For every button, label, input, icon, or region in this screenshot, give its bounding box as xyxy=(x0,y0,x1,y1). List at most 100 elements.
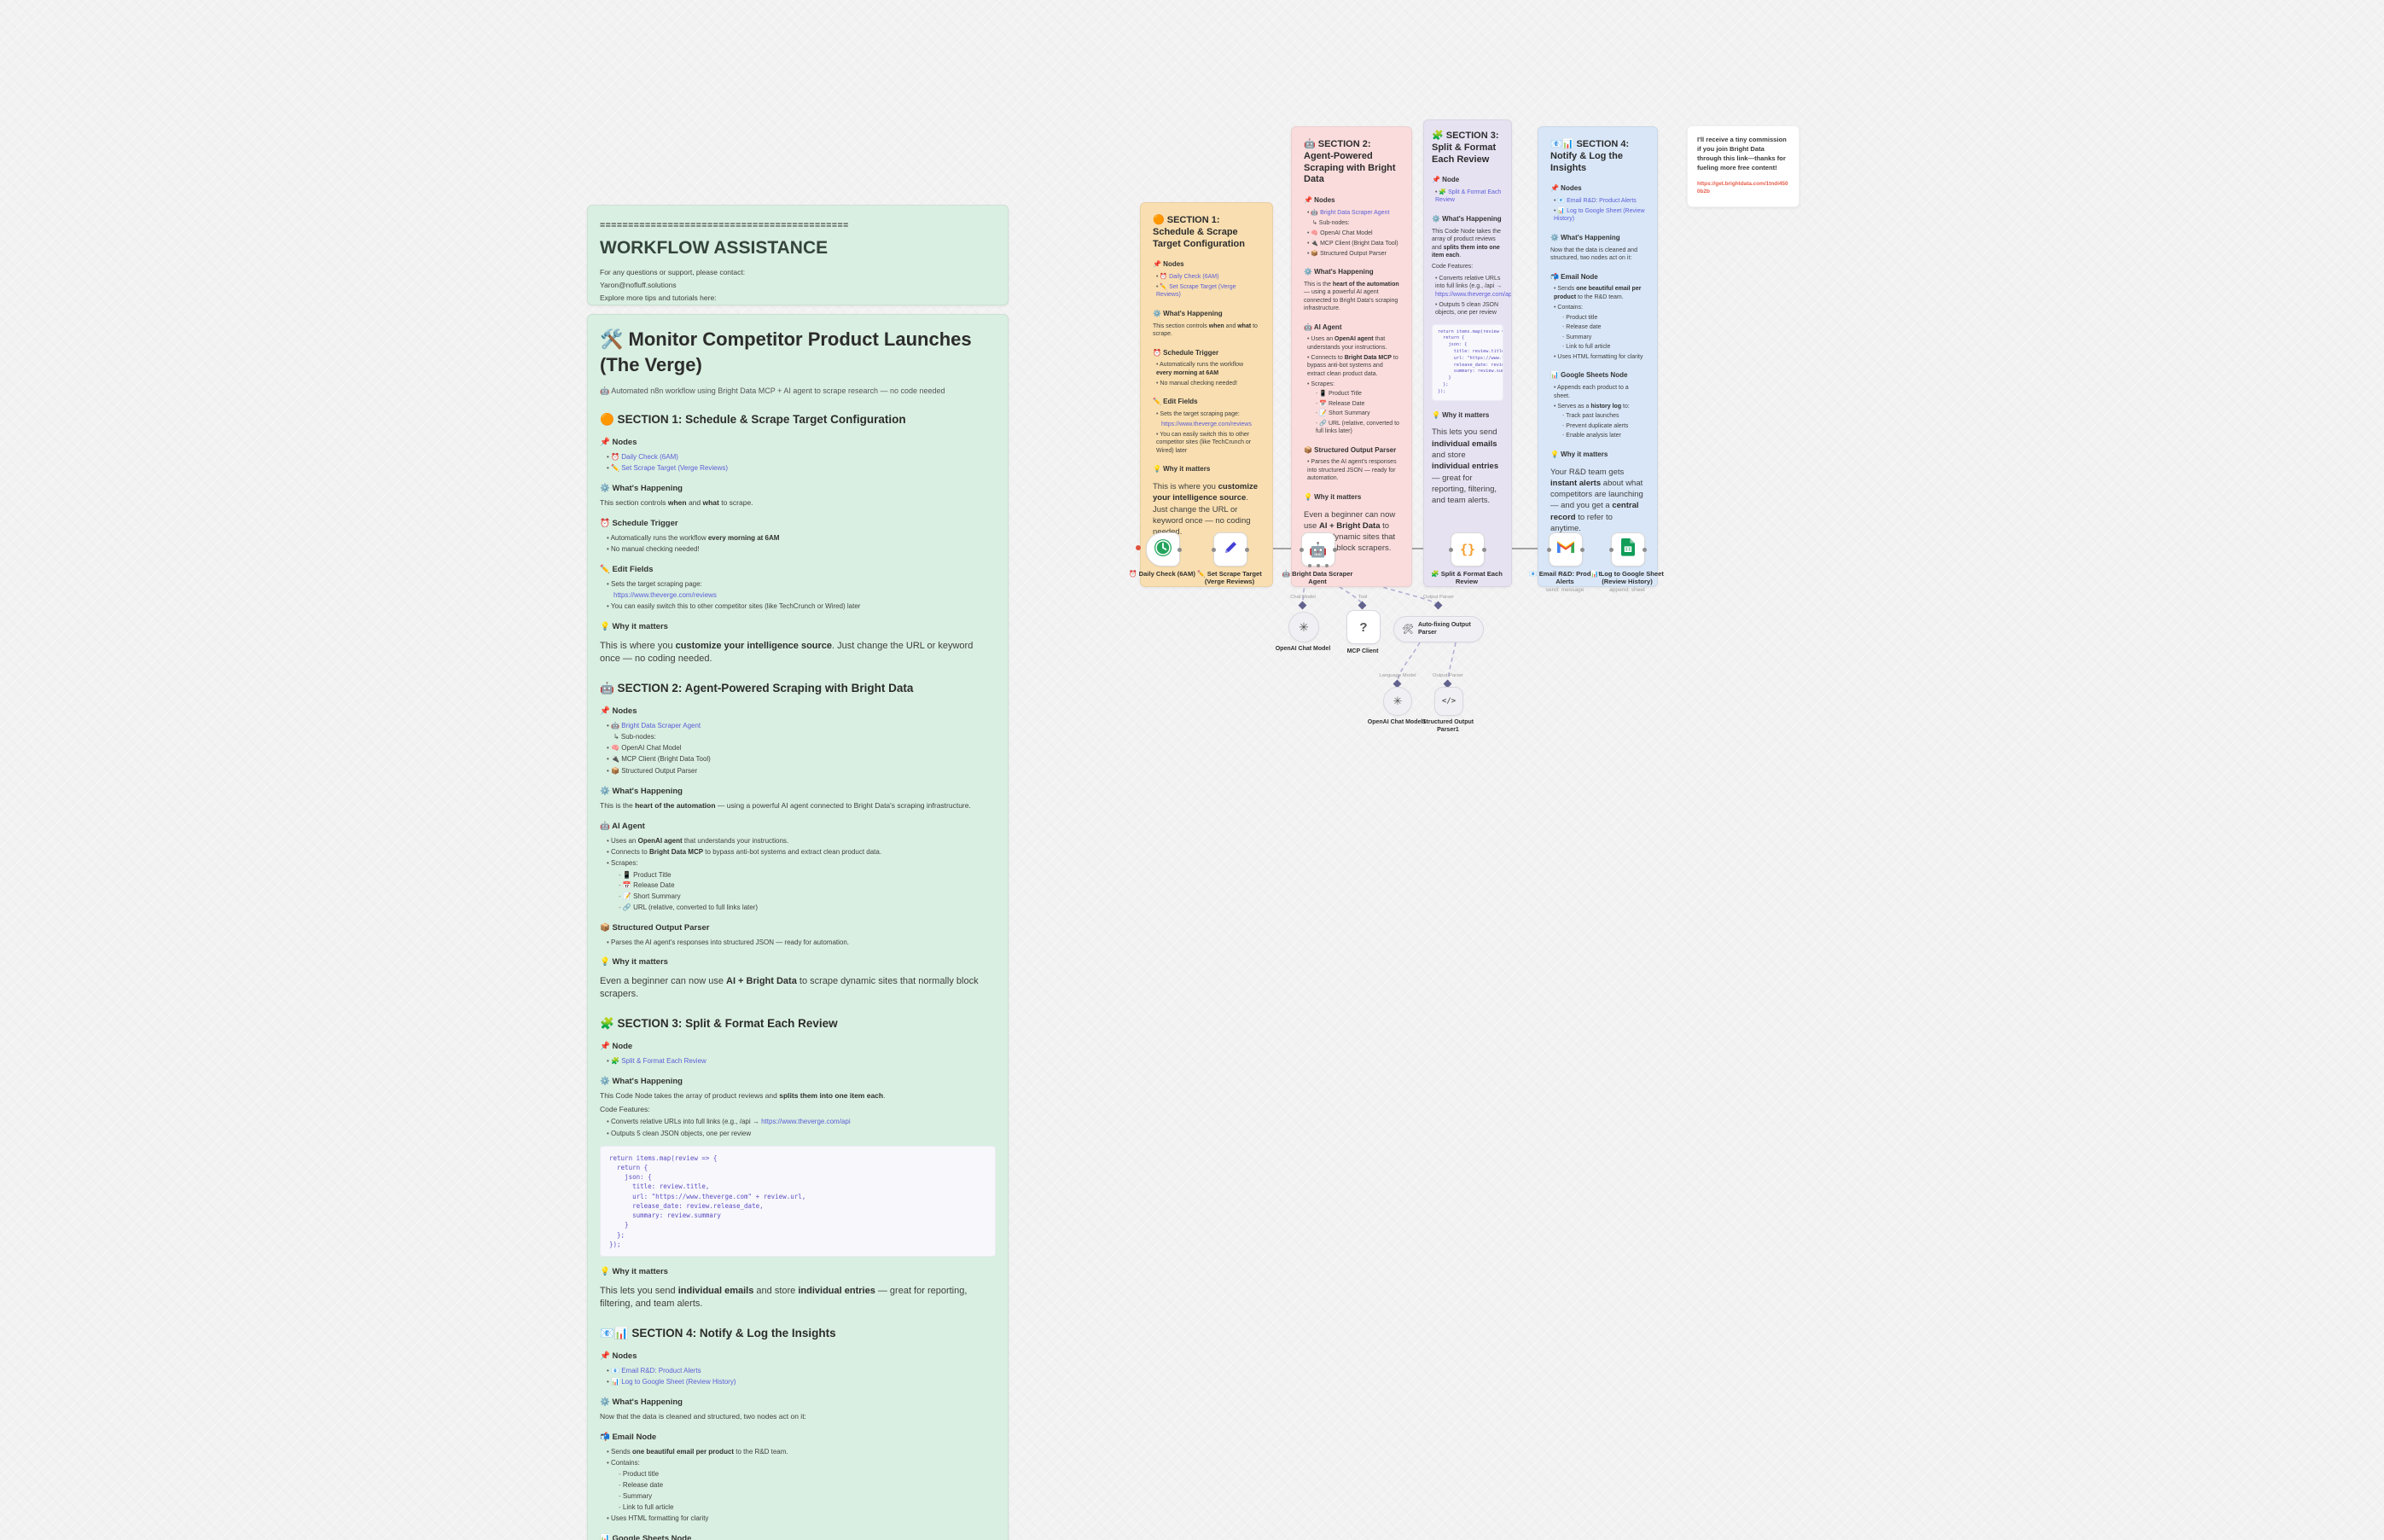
note-block-li: Serves as a history log to: xyxy=(1554,403,1645,410)
note-block-plink[interactable]: https://get.brightdata.com/1tndi4500b2b xyxy=(1697,181,1788,195)
schedule-clock-icon xyxy=(1153,538,1173,562)
sticky-note-section-3[interactable]: 🧩 SECTION 3: Split & Format Each Review📌… xyxy=(1423,119,1512,587)
note-block-divline: ========================================… xyxy=(600,220,849,230)
note-block-h3: 📊 Google Sheets Node xyxy=(600,1533,692,1540)
note-block-li[interactable]: 📊 Log to Google Sheet (Review History) xyxy=(1554,207,1645,224)
chat-model-diamond-port[interactable] xyxy=(1298,601,1307,610)
note-block-li2: Summary xyxy=(619,1492,996,1502)
node-email-rd-alerts[interactable]: 📧 Email R&D: Product Alerts send: messag… xyxy=(1529,532,1601,593)
note-block-li: Uses HTML formatting for clarity xyxy=(1554,353,1645,361)
note-block-big: This lets you send individual emails and… xyxy=(1432,427,1499,506)
subnode-mcp-client[interactable]: ? xyxy=(1346,610,1381,644)
note-block-li[interactable]: ⏰ Daily Check (6AM) xyxy=(607,453,996,462)
node-log-google-sheet[interactable]: 📊 Log to Google Sheet (Review History) a… xyxy=(1590,532,1664,593)
note-block-ind[interactable]: https://www.theverge.com/reviews xyxy=(613,590,717,599)
subnode-openai-chat-model1[interactable]: ✳ xyxy=(1383,687,1412,716)
note-block-ind: ↳ Sub-nodes: xyxy=(1312,219,1350,226)
doc-section-3: 🧩 SECTION 3: Split & Format Each Review📌… xyxy=(600,1016,996,1310)
port-label-output-parser-2: Output Parser xyxy=(1432,673,1464,678)
note-block-h3: 📦 Structured Output Parser xyxy=(600,922,710,933)
output-port[interactable] xyxy=(1177,547,1182,552)
note-block-sub: 🤖 Automated n8n workflow using Bright Da… xyxy=(600,386,945,396)
note-block-ind[interactable]: https://www.theverge.com/reviews xyxy=(1161,421,1252,427)
output-port[interactable] xyxy=(1643,547,1647,552)
note-block-li[interactable]: 🤖 Bright Data Scraper Agent xyxy=(607,722,996,731)
sticky-note-section-4[interactable]: 📧📊 SECTION 4: Notify & Log the Insights📌… xyxy=(1538,126,1658,587)
sticky-note-section-1[interactable]: 🟠 SECTION 1: Schedule & Scrape Target Co… xyxy=(1140,202,1273,587)
note-block-li[interactable]: ✏️ Set Scrape Target (Verge Reviews) xyxy=(607,464,996,474)
sticky-note-affiliate[interactable]: I'll receive a tiny commission if you jo… xyxy=(1687,125,1800,207)
note-block-li2: 📅 Release Date xyxy=(619,881,996,891)
tool-diamond-port[interactable] xyxy=(1358,601,1367,610)
output-parser-port[interactable] xyxy=(1325,564,1329,567)
note-block-li[interactable]: 📧 Email R&D: Product Alerts xyxy=(1554,197,1645,205)
note-block-li[interactable]: 🤖 Bright Data Scraper Agent xyxy=(1307,209,1399,217)
output-parser-diamond-port[interactable] xyxy=(1433,601,1443,610)
output-port[interactable] xyxy=(1580,547,1584,552)
doc-section-2: 🤖 SECTION 2: Agent-Powered Scraping with… xyxy=(600,681,996,1001)
note-block-h3: 📌 Nodes xyxy=(600,1351,637,1361)
note-block-li: Appends each product to a sheet. xyxy=(1554,384,1645,400)
node-set-scrape-target[interactable]: ✏️ Set Scrape Target (Verge Reviews) xyxy=(1197,532,1262,585)
input-port[interactable] xyxy=(1609,547,1614,552)
note-block-li[interactable]: 🧩 Split & Format Each Review xyxy=(607,1057,996,1066)
note-block-li2: Track past launches xyxy=(1562,412,1645,420)
openai-icon: ✳ xyxy=(1393,694,1403,707)
section-1-content: 🟠 SECTION 1: Schedule & Scrape Target Co… xyxy=(1153,215,1260,538)
output-port[interactable] xyxy=(1333,547,1337,552)
doc-section-4: 📧📊 SECTION 4: Notify & Log the Insights 📌… xyxy=(600,1326,996,1540)
section-3-content: 🧩 SECTION 3: Split & Format Each Review📌… xyxy=(1432,131,1511,506)
note-block-li2: 🔗 URL (relative, converted to full links… xyxy=(619,904,996,913)
note-block-li2: 🔗 URL (relative, converted to full links… xyxy=(1316,420,1399,436)
note-block-li2: Product title xyxy=(1562,314,1645,322)
note-block-li[interactable]: 📧 Email R&D: Product Alerts xyxy=(607,1367,996,1376)
input-port[interactable] xyxy=(1449,547,1453,552)
subnode-label: OpenAI Chat Model xyxy=(1275,646,1331,652)
edit-pen-icon xyxy=(1222,539,1239,561)
output-port[interactable] xyxy=(1245,547,1249,552)
input-port[interactable] xyxy=(1300,547,1304,552)
chat-model-port[interactable] xyxy=(1308,564,1311,567)
note-block-p0: I'll receive a tiny commission if you jo… xyxy=(1697,136,1787,171)
note-block-li[interactable]: ⏰ Daily Check (6AM) xyxy=(1156,273,1260,281)
note-block-li2: Link to full article xyxy=(619,1503,996,1513)
subnode-structured-output-parser1[interactable]: </> xyxy=(1434,687,1463,716)
node-label: 📧 Email R&D: Product Alerts send: messag… xyxy=(1526,570,1604,594)
node-label: 🧩 Split & Format Each Review xyxy=(1431,570,1503,586)
note-block-li: 🔌 MCP Client (Bright Data Tool) xyxy=(1307,240,1399,247)
note-block-code: return items.map(review => { return { js… xyxy=(1432,323,1503,401)
question-mark-icon: ? xyxy=(1359,619,1368,635)
note-block-li: No manual checking needed! xyxy=(1156,380,1260,387)
note-block-li: Parses the AI agent's responses into str… xyxy=(1307,458,1399,482)
node-bright-data-scraper-agent[interactable]: 🤖 🤖 Bright Data Scraper Agent xyxy=(1282,532,1352,585)
tool-port[interactable] xyxy=(1317,564,1320,567)
note-block-p: Now that the data is cleaned and structu… xyxy=(1550,247,1637,262)
output-port[interactable] xyxy=(1482,547,1486,552)
subnode-openai-chat-model[interactable]: ✳ xyxy=(1288,612,1319,642)
sticky-note-main-documentation[interactable]: 🛠️ Monitor Competitor Product Launches (… xyxy=(587,314,1009,1540)
note-block-h3: 💡 Why it matters xyxy=(600,622,668,632)
input-port[interactable] xyxy=(1212,547,1216,552)
note-block-h2: 📧📊 SECTION 4: Notify & Log the Insights xyxy=(600,1326,836,1340)
note-block-li[interactable]: 🧩 Split & Format Each Review xyxy=(1435,189,1503,205)
sticky-note-section-2[interactable]: 🤖 SECTION 2: Agent-Powered Scraping with… xyxy=(1291,126,1412,587)
note-block-p: This Code Node takes the array of produc… xyxy=(1432,228,1501,259)
node-daily-check[interactable]: ⏰ Daily Check (6AM) xyxy=(1129,532,1195,578)
note-block-ind: ↳ Sub-nodes: xyxy=(613,732,656,741)
node-split-format-review[interactable]: {} 🧩 Split & Format Each Review xyxy=(1431,532,1503,585)
note-block-li: You can easily switch this to other comp… xyxy=(607,602,996,612)
note-block-li: Uses an OpenAI agent that understands yo… xyxy=(607,837,996,846)
note-block-li[interactable]: Converts relative URLs into full links (… xyxy=(1435,275,1511,299)
note-block-h3: 💡 Why it matters xyxy=(1550,450,1608,458)
note-block-li[interactable]: 📊 Log to Google Sheet (Review History) xyxy=(607,1378,996,1387)
section-2-content: 🤖 SECTION 2: Agent-Powered Scraping with… xyxy=(1304,139,1399,555)
note-block-li[interactable]: ✏️ Set Scrape Target (Verge Reviews) xyxy=(1156,283,1260,299)
sticky-note-workflow-assistance[interactable]: ========================================… xyxy=(587,205,1009,305)
input-port[interactable] xyxy=(1547,547,1551,552)
subnode-autofixing-output-parser[interactable]: 🛠 Auto-fixing Output Parser xyxy=(1393,616,1484,642)
note-block-h3: 📌 Nodes xyxy=(1550,184,1582,193)
note-block-li[interactable]: Converts relative URLs into full links (… xyxy=(607,1118,996,1127)
note-block-h3: 📌 Nodes xyxy=(600,437,637,447)
note-block-h2: 🟠 SECTION 1: Schedule & Scrape Target Co… xyxy=(1153,215,1245,249)
